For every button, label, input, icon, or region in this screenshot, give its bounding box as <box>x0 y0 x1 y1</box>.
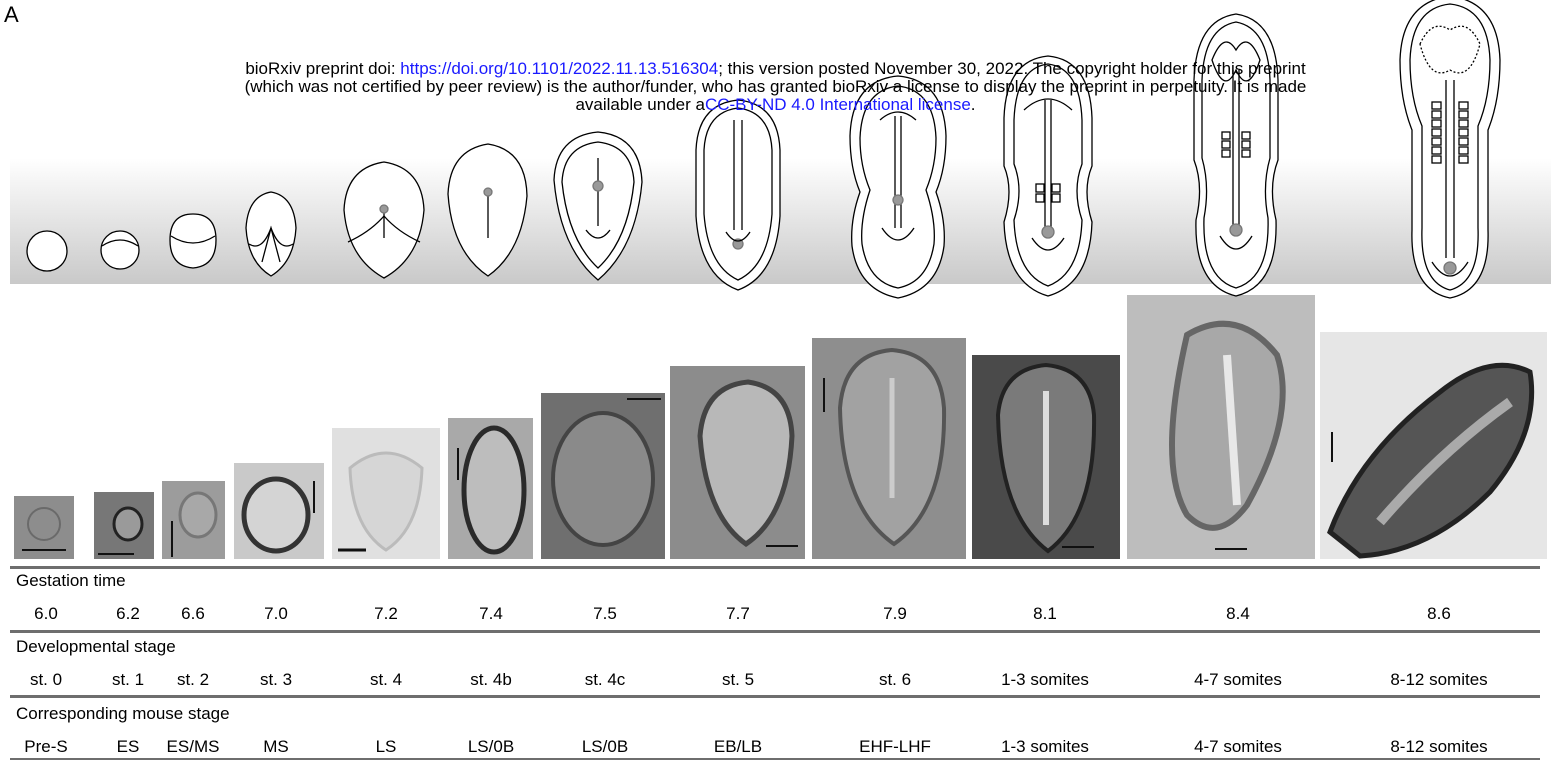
gestation-title: Gestation time <box>16 571 126 591</box>
micrograph-stage-4c <box>541 393 665 559</box>
schematic-stage-4b <box>448 144 527 276</box>
mouse-cell: 8-12 somites <box>1390 737 1487 757</box>
preprint-prefix: bioRxiv preprint doi: <box>245 59 400 78</box>
mouse-cell: LS <box>376 737 397 757</box>
mouse-cell: 1-3 somites <box>1001 737 1089 757</box>
mouse-cell: EB/LB <box>714 737 762 757</box>
stage-cell: st. 5 <box>722 670 754 690</box>
preprint-line-3: available under aCC-BY-ND 4.0 Internatio… <box>0 96 1551 114</box>
gestation-cell: 7.2 <box>374 604 398 624</box>
stage-cell: st. 4b <box>470 670 512 690</box>
stage-cell: st. 1 <box>112 670 144 690</box>
gestation-cell: 7.7 <box>726 604 750 624</box>
micrograph-stage-1 <box>94 492 154 559</box>
preprint-line3-suffix: . <box>971 95 976 114</box>
stage-cell: st. 6 <box>879 670 911 690</box>
mouse-title: Corresponding mouse stage <box>16 704 230 724</box>
micrograph-stage-2 <box>162 481 225 559</box>
gestation-cell: 6.2 <box>116 604 140 624</box>
gestation-cell: 8.1 <box>1033 604 1057 624</box>
embryo-schematics <box>0 0 1551 300</box>
schematic-8-12-somites <box>1400 0 1500 298</box>
gestation-cell: 6.6 <box>181 604 205 624</box>
preprint-line-2: (which was not certified by peer review)… <box>0 78 1551 96</box>
mouse-cell: Pre-S <box>24 737 67 757</box>
stage-cell: 8-12 somites <box>1390 670 1487 690</box>
stage-title: Developmental stage <box>16 637 176 657</box>
mouse-cell: EHF-LHF <box>859 737 931 757</box>
gestation-cell: 7.9 <box>883 604 907 624</box>
license-link[interactable]: CC-BY-ND 4.0 International license <box>705 95 971 114</box>
micrograph-stage-4 <box>332 428 440 559</box>
table-top-rule <box>10 566 1540 569</box>
micrograph-stage-3 <box>234 463 324 559</box>
micrograph-stage-0 <box>14 496 74 559</box>
micrograph-8-12-somites <box>1320 332 1547 559</box>
stage-cell: st. 4c <box>585 670 626 690</box>
mouse-cell: LS/0B <box>468 737 514 757</box>
micrograph-4-7-somites <box>1127 295 1315 559</box>
stage-cell: st. 3 <box>260 670 292 690</box>
stage-cell: st. 0 <box>30 670 62 690</box>
schematic-stage-5 <box>696 100 780 290</box>
schematic-stage-0 <box>27 231 67 271</box>
gestation-cell: 8.6 <box>1427 604 1451 624</box>
gestation-cell: 8.4 <box>1226 604 1250 624</box>
stage-bottom-rule <box>10 695 1540 698</box>
micrograph-stage-6 <box>812 338 966 559</box>
gestation-cell: 7.4 <box>479 604 503 624</box>
gestation-cell: 7.0 <box>264 604 288 624</box>
micrograph-stage-5 <box>670 366 805 559</box>
mouse-cell: ES/MS <box>167 737 220 757</box>
stage-cell: 1-3 somites <box>1001 670 1089 690</box>
micrograph-stage-4b <box>448 418 533 559</box>
preprint-line-1: bioRxiv preprint doi: https://doi.org/10… <box>0 60 1551 78</box>
preprint-line3-prefix: available under a <box>575 95 704 114</box>
stage-cell: st. 2 <box>177 670 209 690</box>
mouse-cell: MS <box>263 737 289 757</box>
stage-cell: st. 4 <box>370 670 402 690</box>
schematic-stage-4 <box>344 162 424 278</box>
schematic-stage-3 <box>246 192 296 276</box>
doi-link[interactable]: https://doi.org/10.1101/2022.11.13.51630… <box>400 59 718 78</box>
mouse-cell: LS/0B <box>582 737 628 757</box>
mouse-cell: 4-7 somites <box>1194 737 1282 757</box>
schematic-4-7-somites <box>1194 14 1278 296</box>
preprint-line1-rest: ; this version posted November 30, 2022.… <box>718 59 1305 78</box>
schematic-stage-4c <box>554 132 642 280</box>
preprint-header: bioRxiv preprint doi: https://doi.org/10… <box>0 60 1551 114</box>
schematic-stage-2 <box>170 214 216 268</box>
mouse-cell: ES <box>117 737 140 757</box>
gestation-cell: 7.5 <box>593 604 617 624</box>
gestation-bottom-rule <box>10 630 1540 633</box>
stage-cell: 4-7 somites <box>1194 670 1282 690</box>
table-bottom-rule <box>10 758 1540 760</box>
gestation-cell: 6.0 <box>34 604 58 624</box>
schematic-stage-1 <box>101 231 139 269</box>
micrograph-1-3-somites <box>972 355 1120 559</box>
